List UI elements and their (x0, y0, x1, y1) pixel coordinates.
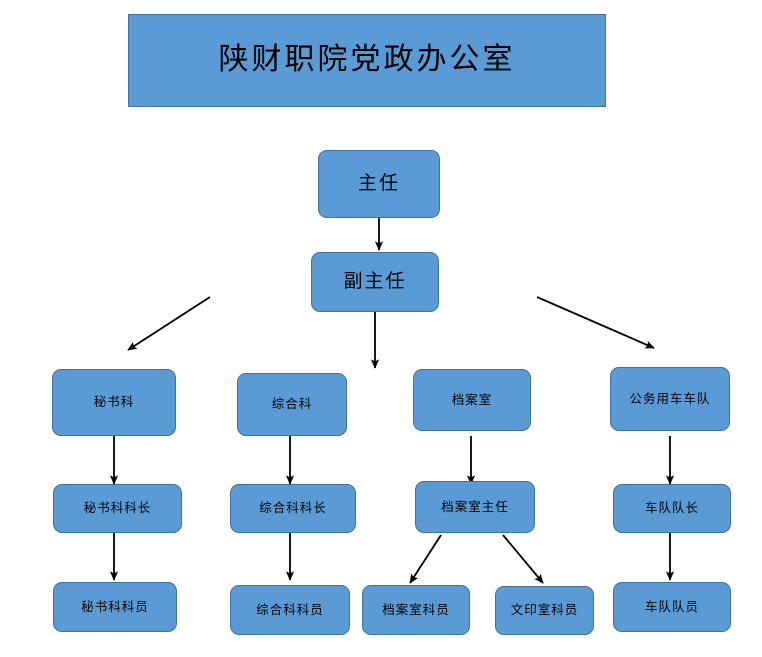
node-staff-printing-room-clerk[interactable]: 文印室科员 (495, 586, 594, 635)
edge-role3-to-staff4 (502, 534, 544, 584)
node-dept-general-affairs[interactable]: 综合科 (237, 373, 347, 436)
node-staff-general-affairs-clerk[interactable]: 综合科科员 (230, 585, 350, 635)
node-role-secretariat-chief[interactable]: 秘书科科长 (53, 484, 182, 533)
node-staff-secretariat-clerk[interactable]: 秘书科科员 (53, 582, 177, 632)
node-dept-secretariat[interactable]: 秘书科 (52, 369, 176, 436)
edge-vicedirector-to-dept1 (127, 296, 211, 351)
node-role-fleet-captain[interactable]: 车队队长 (613, 484, 731, 533)
edge-vicedirector-to-dept4 (536, 296, 655, 349)
node-vice-director[interactable]: 副主任 (311, 252, 439, 312)
node-dept-archives[interactable]: 档案室 (413, 369, 531, 431)
node-role-archives-director[interactable]: 档案室主任 (415, 481, 535, 533)
edge-role3-to-staff3 (409, 534, 442, 584)
node-staff-archives-clerk[interactable]: 档案室科员 (362, 585, 470, 635)
node-staff-fleet-member[interactable]: 车队队员 (613, 582, 731, 632)
node-dept-vehicle-fleet[interactable]: 公务用车车队 (610, 367, 730, 431)
page-title: 陕财职院党政办公室 (128, 14, 606, 107)
node-director[interactable]: 主任 (318, 150, 440, 218)
node-role-general-affairs-chief[interactable]: 综合科科长 (230, 484, 356, 533)
